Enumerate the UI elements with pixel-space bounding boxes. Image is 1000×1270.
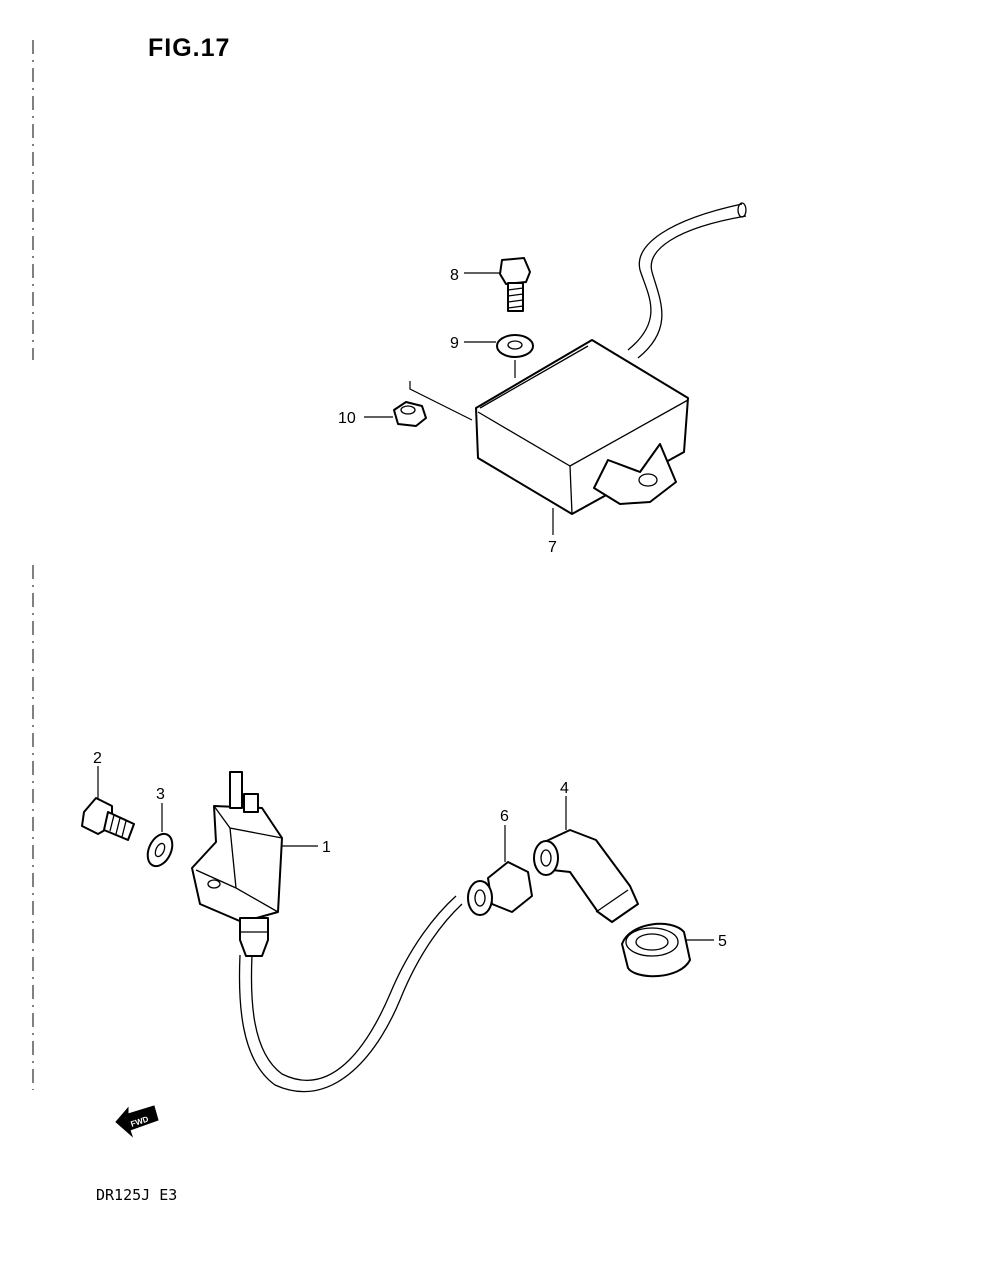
figure-title: FIG.17	[148, 34, 231, 62]
callout-6: 6	[500, 808, 509, 825]
cdi-unit	[475, 339, 689, 515]
spark-plug-cap	[533, 829, 639, 923]
callout-1: 1	[322, 839, 331, 856]
high-tension-lead	[238, 895, 463, 1093]
callout-10: 10	[338, 410, 356, 427]
washer-top	[496, 334, 534, 358]
washer-coil	[146, 832, 174, 868]
model-code: DR125J E3	[96, 1186, 178, 1204]
lead-grommet	[467, 861, 533, 916]
callout-9: 9	[450, 335, 459, 352]
ignition-coil	[191, 771, 283, 957]
callout-3: 3	[156, 786, 165, 803]
nut-top	[393, 401, 427, 427]
callout-8: 8	[450, 267, 459, 284]
bolt-coil	[81, 797, 135, 841]
cdi-wire	[627, 202, 747, 359]
callout-2: 2	[93, 750, 102, 767]
callout-4: 4	[560, 780, 569, 797]
bolt-top	[499, 257, 531, 312]
cap-cover	[621, 922, 691, 978]
callout-7: 7	[548, 539, 557, 556]
callout-5: 5	[718, 933, 727, 950]
leader-bracket	[409, 381, 473, 421]
fwd-arrow-icon: FWD	[115, 1105, 159, 1138]
